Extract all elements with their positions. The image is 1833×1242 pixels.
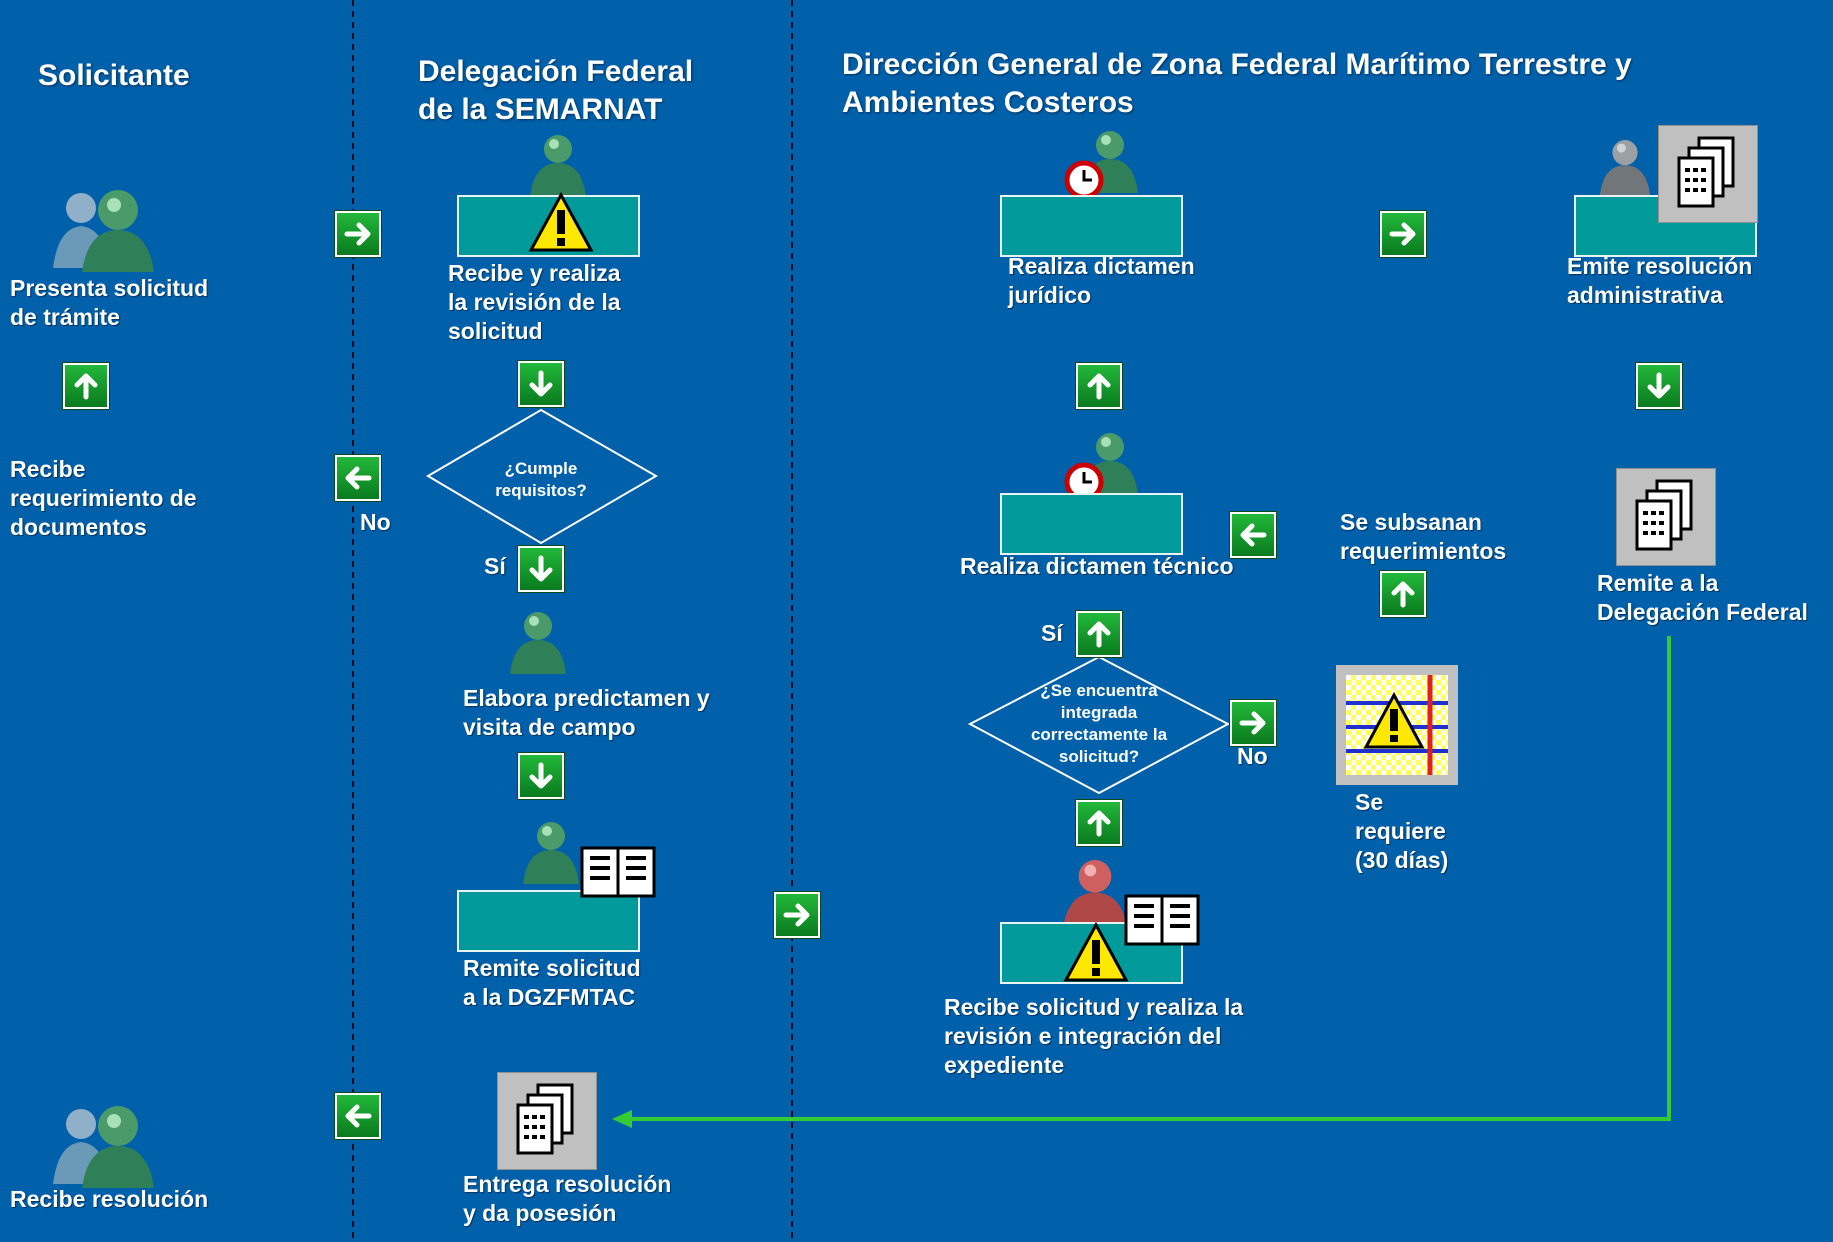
lane-title-solicitante: Solicitante [38, 59, 190, 92]
arrow-right-icon [334, 210, 382, 258]
step-se-requiere: Se requiere (30 días) [1355, 789, 1449, 873]
warning-icon [528, 192, 594, 252]
step-dictamen-juridico: Realiza dictamen jurídico [1008, 253, 1195, 308]
branch-label-no: No [360, 509, 391, 535]
arrow-down-icon [517, 360, 565, 408]
lane-title-delegacion: Delegación Federal de la SEMARNAT [418, 55, 694, 126]
branch-label-no: No [1237, 743, 1268, 769]
step-recibe-revision: Recibe y realiza la revisión de la solic… [448, 260, 621, 344]
task-box-remite-dgz [457, 890, 640, 952]
arrow-right-icon [1229, 699, 1277, 747]
arrow-right-icon [1379, 210, 1427, 258]
book-icon [1124, 894, 1200, 946]
decision-integrada: ¿Se encuentra integrada correctamente la… [1030, 681, 1168, 766]
document-icon [1616, 468, 1716, 566]
arrow-left-icon [334, 1092, 382, 1140]
step-elabora-predictamen: Elabora predictamen y visita de campo [463, 685, 710, 740]
step-recibe-requerimiento: Recibe requerimiento de documentos [10, 456, 197, 540]
arrow-up-icon [1075, 799, 1123, 847]
decision-cumple: ¿Cumple requisitos? [495, 459, 587, 500]
task-box-dictamen-tecnico [1000, 493, 1183, 555]
lane-title-direccion: Dirección General de Zona Federal Maríti… [842, 48, 1632, 119]
step-entrega-resolucion: Entrega resolución y da posesión [463, 1171, 672, 1226]
step-presenta-solicitud: Presenta solicitud de trámite [10, 275, 209, 330]
arrow-down-icon [517, 752, 565, 800]
step-remite-dgzfmtac: Remite solicitud a la DGZFMTAC [463, 955, 641, 1010]
arrow-up-icon [1379, 570, 1427, 618]
arrow-up-icon [1075, 610, 1123, 658]
arrow-down-icon [517, 545, 565, 593]
branch-label-si: Sí [484, 553, 506, 579]
users-icon [53, 190, 154, 272]
task-box-dictamen-juridico [1000, 195, 1183, 257]
step-recibe-integracion: Recibe solicitud y realiza la revisión e… [944, 994, 1244, 1078]
users-icon [53, 1106, 154, 1188]
user-icon [1599, 140, 1651, 196]
step-recibe-resolucion: Recibe resolución [10, 1186, 209, 1212]
arrow-up-icon [1075, 362, 1123, 410]
step-remite-delegacion: Remite a la Delegación Federal [1597, 570, 1808, 625]
step-dictamen-tecnico: Realiza dictamen técnico [960, 553, 1234, 579]
document-icon [497, 1072, 597, 1170]
arrow-down-icon [1635, 362, 1683, 410]
arrow-up-icon [62, 362, 110, 410]
document-icon [1658, 125, 1758, 223]
user-icon [530, 135, 586, 197]
clock-icon [1064, 160, 1104, 200]
arrow-left-icon [334, 454, 382, 502]
user-icon [510, 612, 566, 674]
user-icon [523, 822, 579, 884]
arrow-left-icon [1229, 511, 1277, 559]
step-se-subsanan: Se subsanan requerimientos [1340, 509, 1507, 564]
book-icon [580, 846, 656, 898]
arrow-right-icon [773, 891, 821, 939]
warning-panel-icon [1336, 665, 1458, 785]
branch-label-si: Sí [1041, 620, 1063, 646]
warning-icon [1063, 922, 1129, 982]
step-emite-resolucion: Emite resolución administrativa [1567, 253, 1753, 308]
